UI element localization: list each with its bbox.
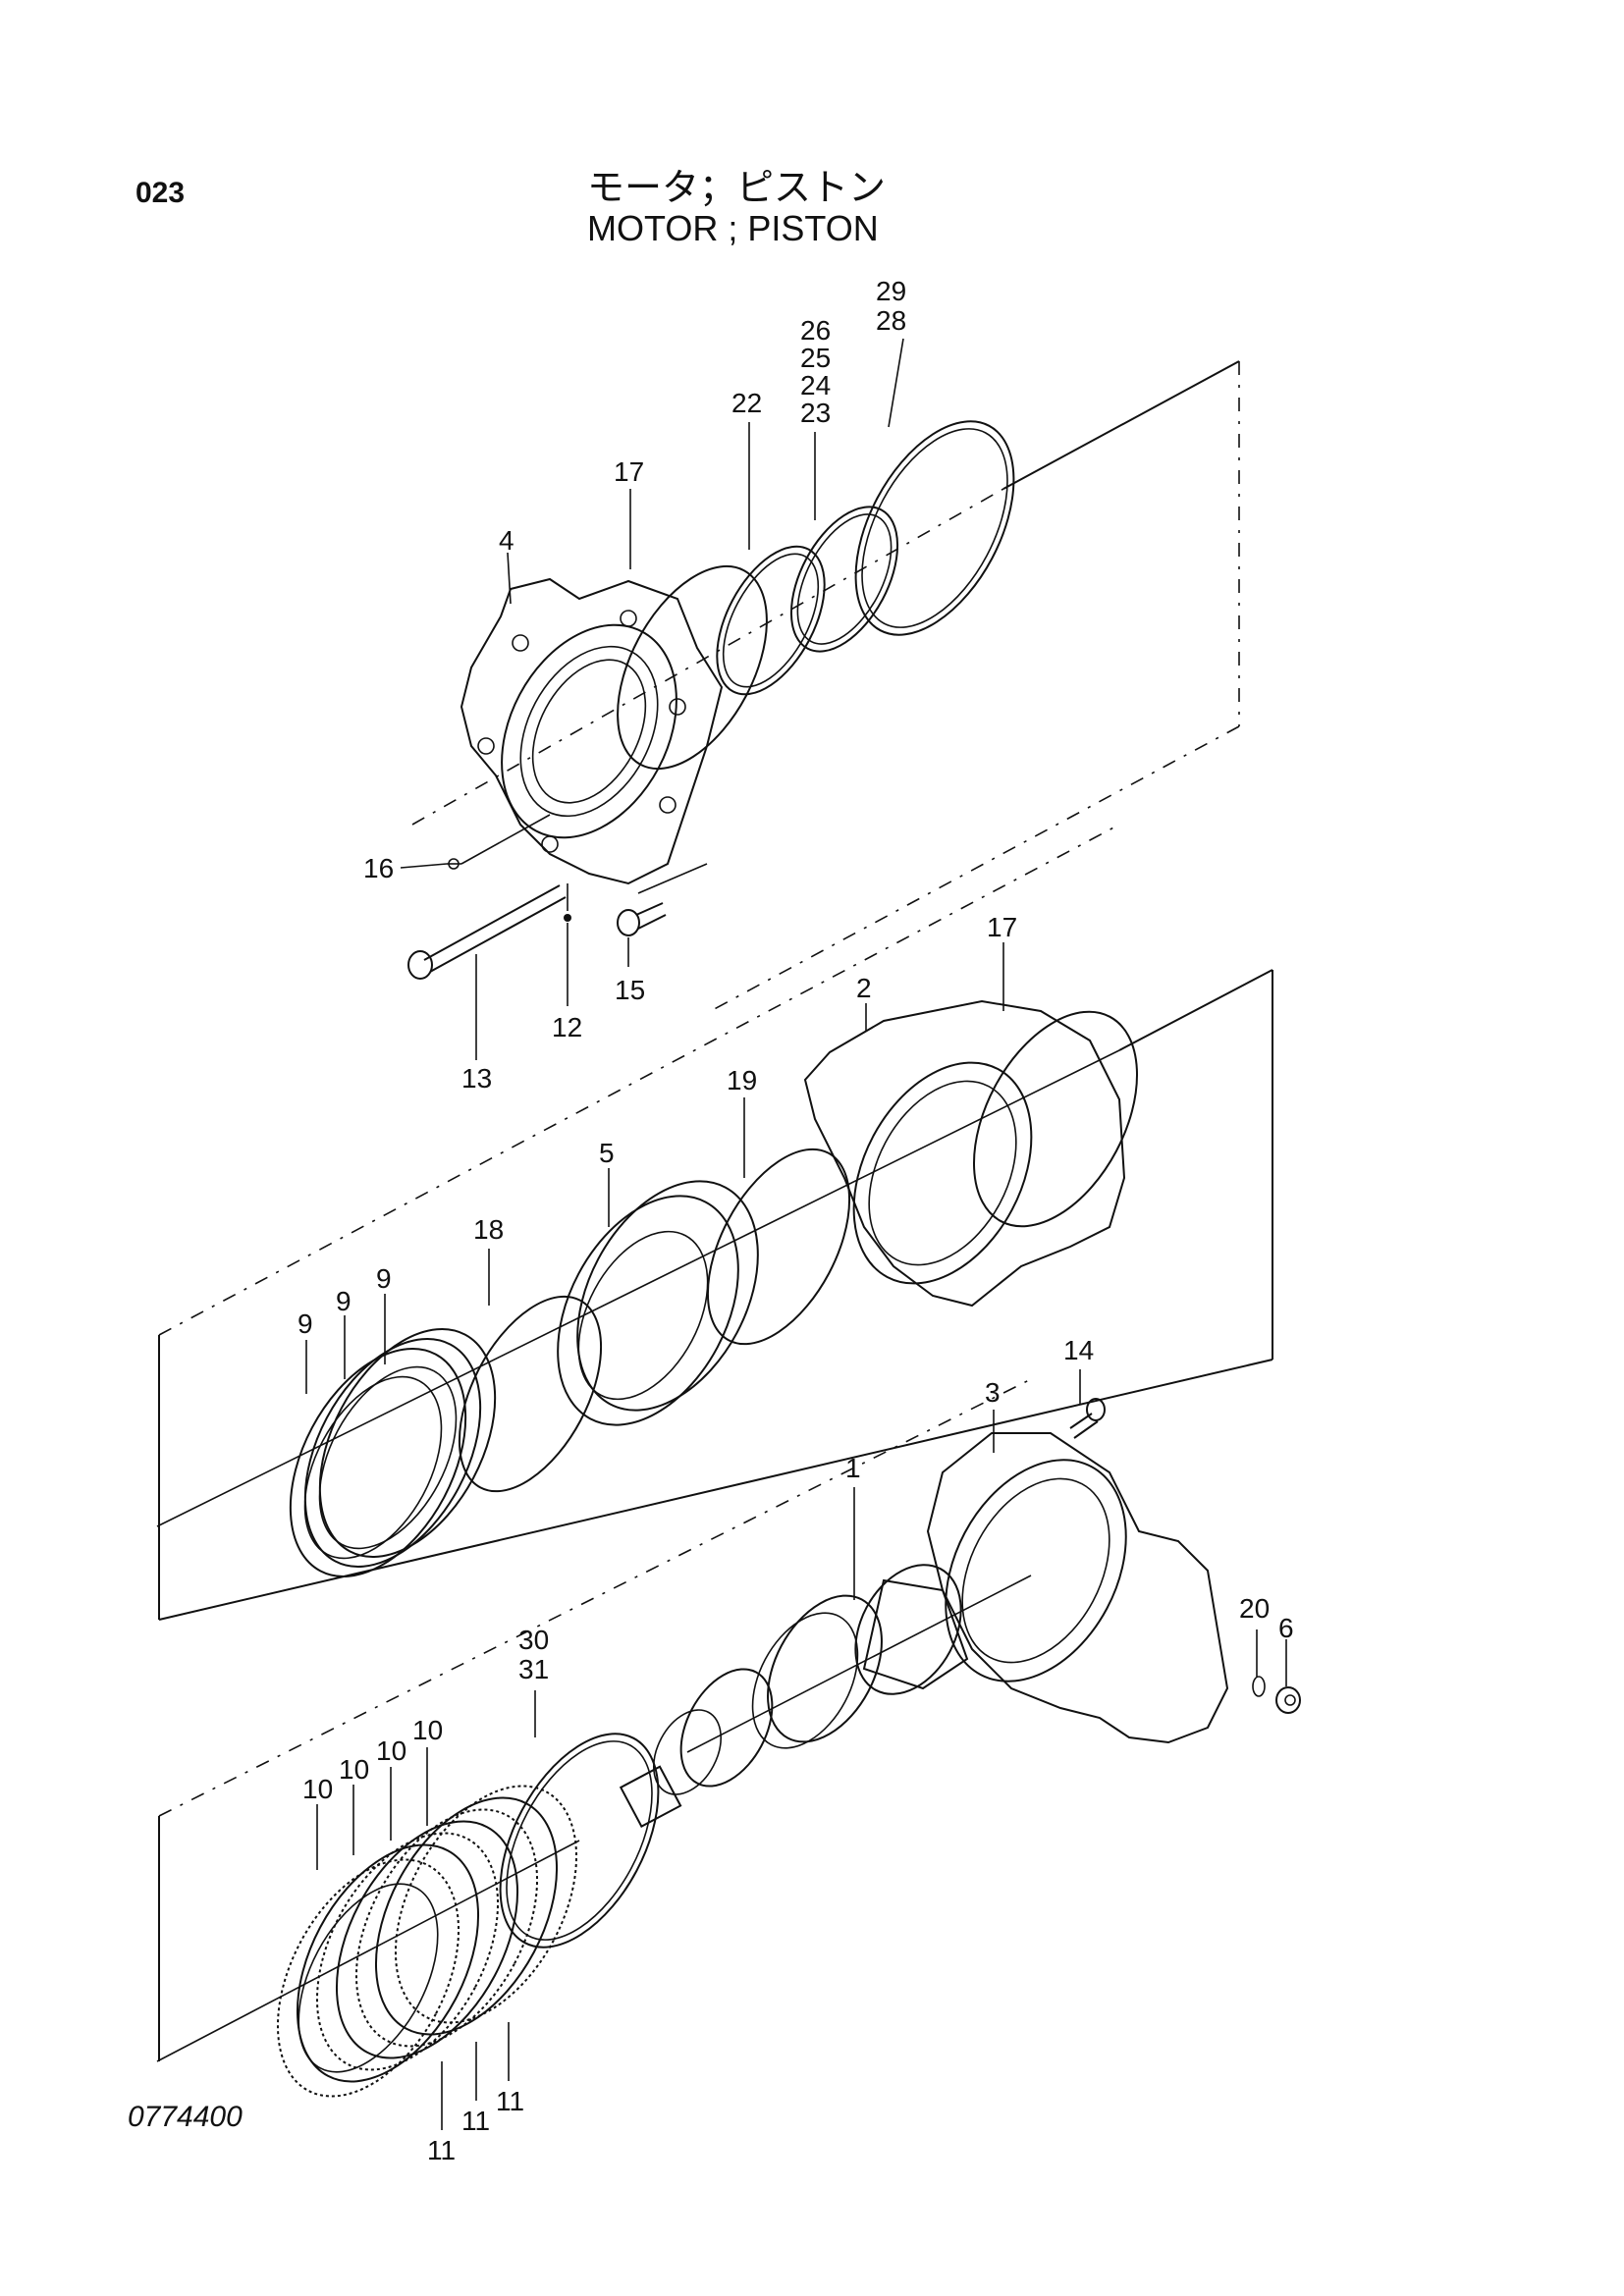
part-3-cover (926, 1432, 1229, 1744)
callout-31: 31 (518, 1654, 549, 1684)
part-5-piston (557, 1180, 759, 1426)
part-9-plates (289, 1328, 497, 1577)
callout-28: 28 (876, 305, 906, 336)
callout-15: 15 (615, 975, 645, 1005)
callout-30: 30 (518, 1625, 549, 1655)
callout-11-c: 11 (496, 2086, 524, 2116)
part-10-11-plates (276, 1785, 578, 2098)
callout-22: 22 (731, 388, 762, 418)
centerline-middle (156, 1049, 1120, 1527)
callout-20: 20 (1239, 1593, 1270, 1624)
part-15-bolt (617, 863, 708, 936)
callout-labels: 29 28 26 25 24 23 22 17 4 16 15 12 13 17… (298, 276, 1294, 2165)
callout-19: 19 (727, 1065, 757, 1095)
part-17-o-ring-top (617, 564, 768, 771)
leader-lines (305, 338, 1287, 2130)
callout-1: 1 (845, 1453, 861, 1483)
drawing-number: 0774400 (128, 2101, 243, 2133)
frame-middle-group (158, 824, 1273, 1621)
centerline-top (411, 488, 1004, 826)
callout-18: 18 (473, 1214, 504, 1245)
callout-5: 5 (599, 1138, 615, 1168)
callout-29: 29 (876, 276, 906, 306)
callout-2: 2 (856, 973, 872, 1003)
callout-11-a: 11 (427, 2135, 456, 2165)
part-6-plug (1275, 1686, 1301, 1714)
callout-9-b: 9 (336, 1286, 352, 1316)
part-22-ring (716, 545, 826, 696)
part-20-seal (1252, 1676, 1266, 1697)
part-28-29-thin-ring (854, 420, 1015, 636)
centerline-bottom (156, 1840, 580, 2062)
callout-6: 6 (1278, 1613, 1294, 1643)
callout-9-c: 9 (376, 1263, 392, 1294)
callout-9-a: 9 (298, 1308, 313, 1339)
part-14-bolt (1069, 1398, 1106, 1439)
callout-3: 3 (985, 1377, 1001, 1408)
part-12-pin (564, 883, 571, 922)
callout-12: 12 (552, 1012, 582, 1042)
callout-24: 24 (800, 370, 831, 400)
callout-26: 26 (800, 315, 831, 346)
page-number: 023 (135, 177, 186, 209)
callout-23: 23 (800, 398, 831, 428)
frame-top-group (706, 360, 1240, 1014)
part-30-31-thin-ring (499, 1733, 660, 1949)
callout-13: 13 (461, 1063, 492, 1094)
part-16-screw (447, 814, 551, 870)
callout-10-d: 10 (412, 1715, 443, 1745)
title-japanese: モータ；ピストン (587, 166, 887, 209)
part-18-o-ring (458, 1295, 603, 1493)
callout-4: 4 (499, 525, 514, 556)
part-2-casing (803, 999, 1138, 1308)
part-13-long-bolt (407, 884, 567, 980)
callout-10-b: 10 (339, 1754, 369, 1785)
callout-25: 25 (800, 343, 831, 373)
title-english: MOTOR ; PISTON (587, 208, 879, 248)
callout-11-b: 11 (461, 2106, 490, 2136)
part-4-housing (460, 577, 724, 885)
callout-16: 16 (363, 853, 394, 883)
callout-17-top: 17 (614, 456, 644, 487)
frame-bottom-group (158, 1378, 1032, 2061)
part-1-shaft-assembly (619, 1564, 1032, 1828)
callout-17-mid: 17 (987, 912, 1017, 942)
callout-10-c: 10 (376, 1735, 406, 1766)
callout-14: 14 (1063, 1335, 1094, 1365)
part-19-o-ring (706, 1148, 851, 1346)
callout-10-a: 10 (302, 1774, 333, 1804)
